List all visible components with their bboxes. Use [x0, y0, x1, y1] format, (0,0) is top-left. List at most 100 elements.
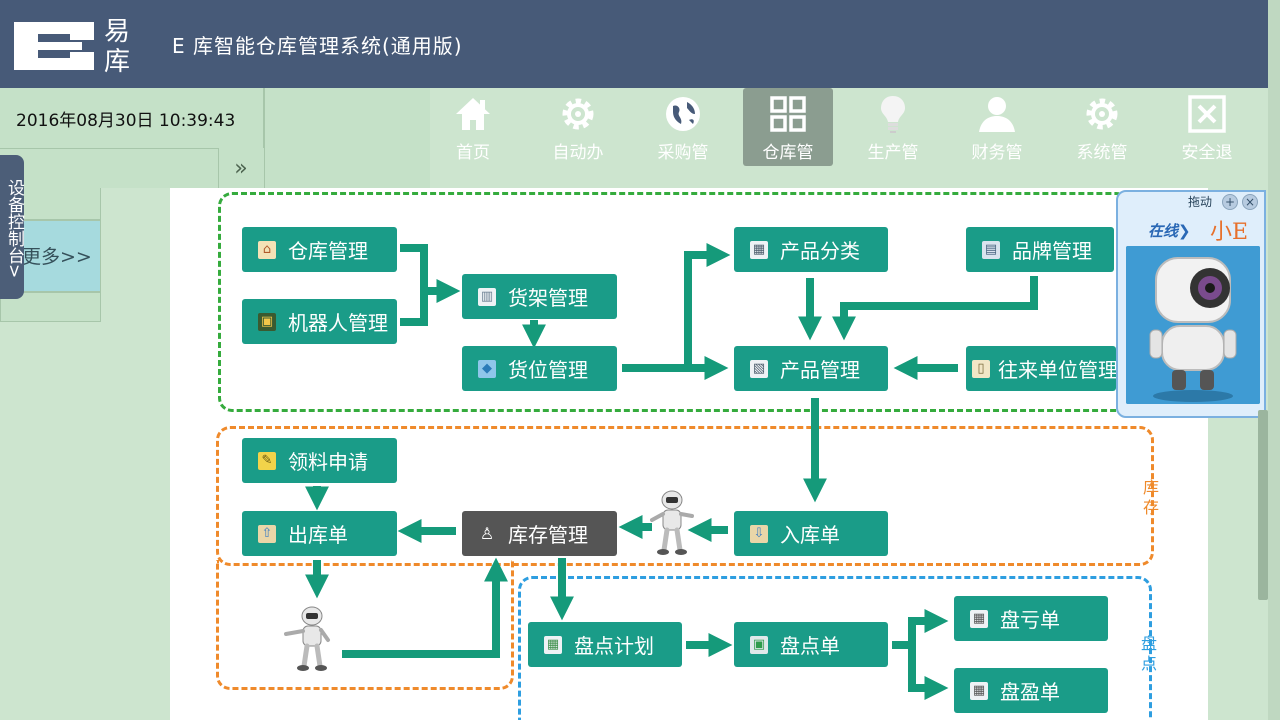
- plus-icon[interactable]: +: [1222, 194, 1238, 210]
- more-label: 更多>>: [22, 246, 92, 268]
- box-loss-sheet[interactable]: ▦ 盘亏单: [954, 596, 1108, 641]
- stock-section-label: 库存: [1142, 478, 1159, 517]
- brand-icon: ▤: [982, 240, 1000, 259]
- nav-label: 财务管: [971, 143, 1023, 163]
- divider: [264, 88, 265, 188]
- requisition-icon: ✎: [258, 451, 276, 470]
- grid-icon: [770, 96, 806, 132]
- box-label: 往来单位管理: [998, 358, 1116, 382]
- assistant-name: 小E: [1210, 220, 1249, 245]
- nav-production[interactable]: 生产管: [848, 88, 938, 166]
- e-ku-logo: 易 库: [14, 17, 130, 74]
- datetime-cell: [0, 88, 264, 148]
- box-count-plan[interactable]: ▦ 盘点计划: [528, 622, 682, 667]
- box-outbound[interactable]: ⇧ 出库单: [242, 511, 397, 556]
- scrollbar-thumb[interactable]: [1258, 410, 1268, 600]
- box-product-category[interactable]: ▦ 产品分类: [734, 227, 888, 272]
- double-chevron-right-icon[interactable]: »: [234, 156, 248, 181]
- nav-label: 系统管: [1076, 143, 1128, 163]
- nav-home[interactable]: 首页: [428, 88, 518, 166]
- user-outline-icon: ♙: [479, 523, 495, 543]
- nav-purchase[interactable]: 采购管: [638, 88, 728, 166]
- house-icon: ⌂: [258, 240, 276, 259]
- nav-system[interactable]: 系统管: [1057, 88, 1147, 166]
- box-brand-mgmt[interactable]: ▤ 品牌管理: [966, 227, 1114, 272]
- box-label: 库存管理: [508, 523, 588, 547]
- close-box-icon: [1188, 95, 1226, 133]
- nav-label: 首页: [456, 143, 490, 163]
- box-location-mgmt[interactable]: ◆ 货位管理: [462, 346, 617, 391]
- robot-icon: [650, 490, 694, 555]
- logo-char-2: 库: [104, 47, 130, 74]
- online-assistant-widget[interactable]: 拖动 + × 在线❯ 小E: [1116, 190, 1266, 418]
- count-sheet-icon: ▣: [750, 635, 768, 654]
- gear-icon: [562, 98, 594, 130]
- nav-label: 生产管: [867, 143, 919, 163]
- box-inbound[interactable]: ⇩ 入库单: [734, 511, 888, 556]
- app-header: 易 库 E 库智能仓库管理系统(通用版): [0, 0, 1268, 88]
- chevron-right-icon: ❯: [1178, 222, 1191, 240]
- close-icon[interactable]: ×: [1242, 194, 1258, 210]
- box-label: 货架管理: [508, 286, 588, 310]
- box-count-sheet[interactable]: ▣ 盘点单: [734, 622, 888, 667]
- box-label: 货位管理: [508, 358, 588, 382]
- scrollbar-track[interactable]: [1268, 0, 1280, 720]
- nav-finance[interactable]: 财务管: [952, 88, 1042, 166]
- cube-icon: ◆: [478, 359, 496, 378]
- drag-label: 拖动: [1188, 195, 1213, 209]
- box-label: 品牌管理: [1012, 239, 1092, 263]
- box-requisition[interactable]: ✎ 领料申请: [242, 438, 397, 483]
- stock-section-extension: [216, 560, 514, 690]
- divider: [218, 148, 219, 188]
- box-label: 机器人管理: [288, 311, 388, 335]
- box-label: 入库单: [780, 523, 840, 547]
- robot-avatar-icon: [1126, 246, 1260, 404]
- box-label: 产品管理: [780, 358, 860, 382]
- spreadsheet-icon: ▦: [544, 635, 562, 654]
- gear-icon: [1086, 98, 1118, 130]
- box-label: 产品分类: [780, 239, 860, 263]
- box-label: 盘点计划: [574, 634, 654, 658]
- calculator-icon: ▦: [970, 609, 988, 628]
- book-icon: ▯: [972, 359, 990, 378]
- app-title: E 库智能仓库管理系统(通用版): [172, 34, 463, 58]
- box-partner-mgmt[interactable]: ▯ 往来单位管理: [966, 346, 1116, 391]
- box-label: 出库单: [288, 523, 348, 547]
- product-icon: ▧: [750, 359, 768, 378]
- table-icon: ▦: [970, 681, 988, 700]
- count-section: [518, 576, 1152, 720]
- nav-auto-office[interactable]: 自动办: [533, 88, 623, 166]
- nav-logout[interactable]: 安全退: [1162, 88, 1252, 166]
- box-label: 盘亏单: [1000, 608, 1060, 632]
- nav-warehouse[interactable]: 仓库管: [743, 88, 833, 166]
- shelf-icon: ▥: [478, 287, 496, 306]
- nav-label: 采购管: [657, 143, 709, 163]
- box-warehouse-mgmt[interactable]: ⌂ 仓库管理: [242, 227, 397, 272]
- box-gain-sheet[interactable]: ▦ 盘盈单: [954, 668, 1108, 713]
- box-robot-mgmt[interactable]: ▣ 机器人管理: [242, 299, 397, 344]
- logo-char-1: 易: [104, 17, 130, 47]
- nav-label: 自动办: [552, 143, 604, 163]
- inbound-icon: ⇩: [750, 524, 768, 543]
- robot-icon: [284, 606, 330, 671]
- bulb-icon: [881, 96, 905, 133]
- left-top-panel: [0, 88, 430, 188]
- stock-section: [216, 426, 1154, 566]
- globe-icon: [666, 97, 700, 131]
- nav-label: 仓库管: [762, 143, 814, 163]
- user-icon: [979, 97, 1015, 132]
- count-section-label: 盘点: [1140, 634, 1157, 673]
- box-label: 领料申请: [288, 450, 368, 474]
- box-inventory-mgmt[interactable]: ♙ 库存管理: [462, 511, 617, 556]
- outbound-icon: ⇧: [258, 524, 276, 543]
- box-product-mgmt[interactable]: ▧ 产品管理: [734, 346, 888, 391]
- current-datetime: 2016年08月30日 10:39:43: [16, 111, 236, 131]
- nav-label: 安全退: [1181, 143, 1233, 163]
- divider: [0, 148, 218, 149]
- home-icon: [456, 98, 490, 130]
- assistant-online-label: 在线❯: [1148, 220, 1191, 241]
- box-shelf-mgmt[interactable]: ▥ 货架管理: [462, 274, 617, 319]
- online-text: 在线: [1148, 222, 1179, 240]
- device-console-tab[interactable]: 设备控制台>: [0, 155, 24, 299]
- box-label: 仓库管理: [288, 239, 368, 263]
